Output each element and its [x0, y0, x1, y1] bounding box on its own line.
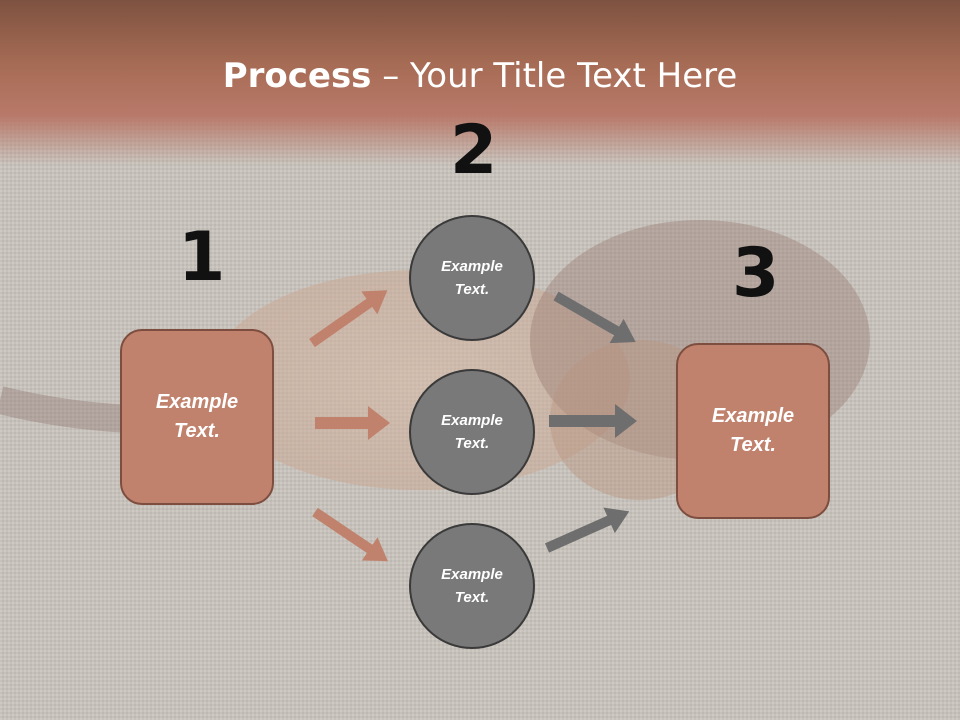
- step-number-3: 3: [732, 234, 780, 313]
- slide-title: Process – Your Title Text Here: [0, 54, 960, 98]
- left-arrows: [309, 290, 390, 562]
- arrow-up-right-icon: [544, 507, 630, 553]
- circle-text: Example Text.: [441, 566, 503, 606]
- left-step-text: Example Text.: [155, 391, 239, 442]
- process-circle-top: Example Text.: [409, 215, 535, 341]
- circle-text: Example Text.: [441, 412, 503, 452]
- right-step-box: Example Text.: [676, 343, 830, 519]
- arrow-right-icon: [549, 404, 637, 438]
- left-step-box: Example Text.: [120, 329, 274, 505]
- step-number-1: 1: [178, 218, 226, 297]
- circle-text: Example Text.: [441, 258, 503, 298]
- header-band: [0, 0, 960, 165]
- right-arrows: [544, 291, 637, 553]
- process-circle-bottom: Example Text.: [409, 523, 535, 649]
- right-step-text: Example Text.: [711, 405, 795, 456]
- step-number-2: 2: [450, 111, 498, 190]
- title-rest: – Your Title Text Here: [371, 56, 738, 96]
- arrow-down-right-icon: [553, 291, 636, 344]
- process-circle-middle: Example Text.: [409, 369, 535, 495]
- title-bold: Process: [222, 56, 372, 96]
- arrow-up-right-icon: [309, 290, 388, 348]
- arrow-down-right-icon: [312, 507, 388, 562]
- arrow-right-icon: [315, 406, 390, 440]
